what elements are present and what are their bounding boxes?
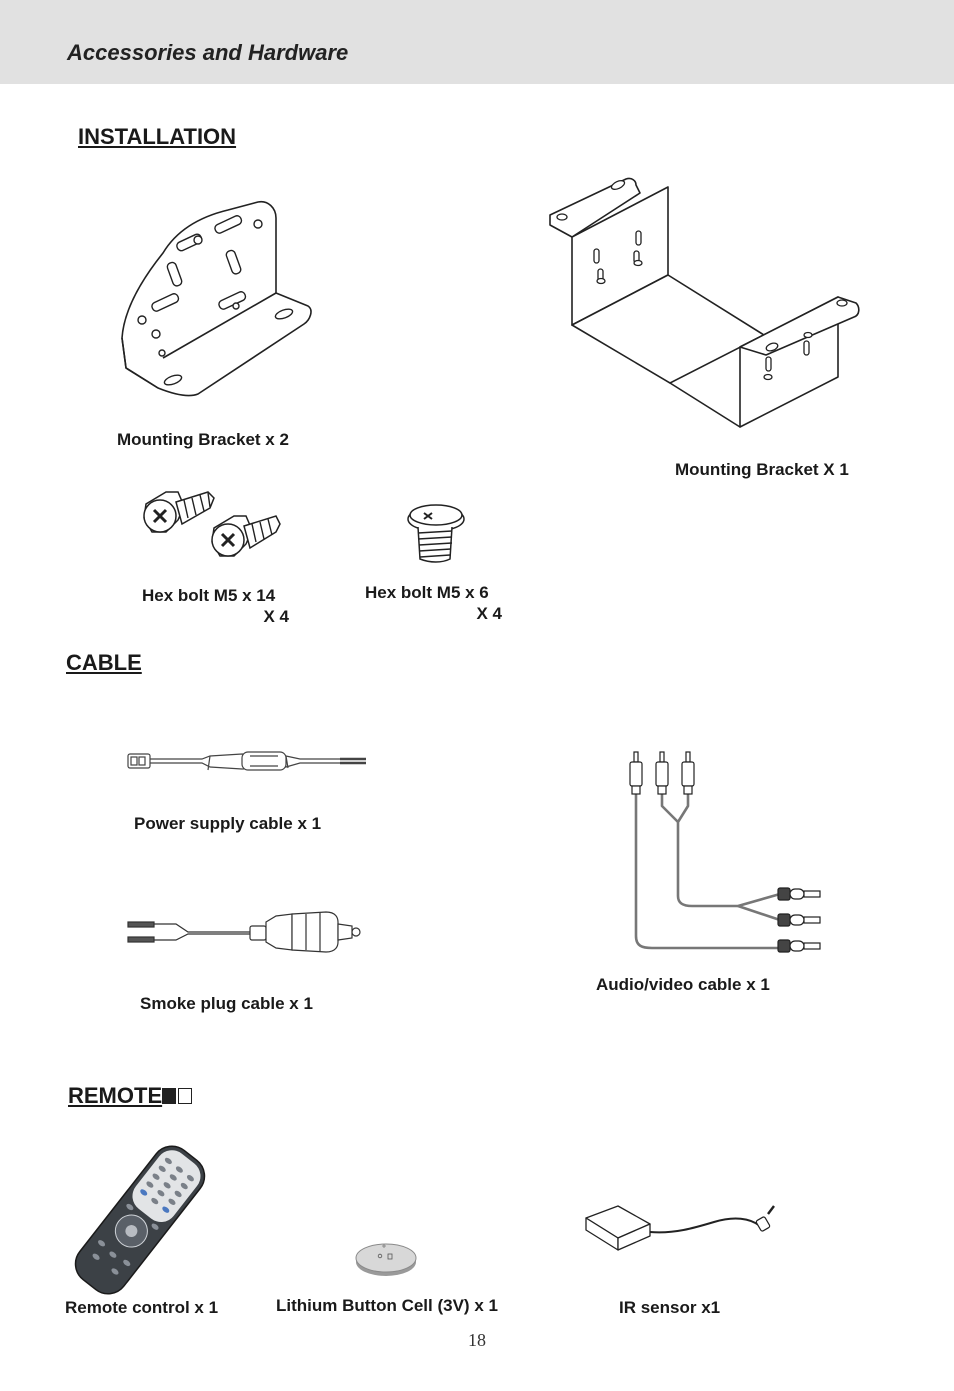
- caption-smoke-cable: Smoke plug cable x 1: [140, 994, 313, 1013]
- page-number: 18: [468, 1330, 486, 1350]
- caption-small-bracket: Mounting Bracket x 2: [117, 430, 289, 449]
- page-header: Accessories and Hardware: [0, 0, 954, 84]
- caption-av-cable: Audio/video cable x 1: [596, 975, 770, 994]
- missing-glyph-icon: [162, 1088, 177, 1104]
- caption-ir-sensor: IR sensor x1: [619, 1298, 721, 1317]
- power-supply-cable-illustration: [127, 751, 366, 771]
- small-mounting-bracket-illustration: [121, 200, 312, 397]
- missing-glyph-icon: [178, 1088, 193, 1104]
- page-title: Accessories and Hardware: [67, 40, 349, 65]
- caption-hex-bolt-6-qty: X 4: [476, 604, 502, 623]
- section-title-installation: INSTALLATION: [78, 124, 237, 149]
- ir-sensor-illustration: [585, 1205, 775, 1251]
- caption-hex-bolt-6: Hex bolt M5 x 6: [365, 583, 489, 602]
- caption-remote-control: Remote control x 1: [65, 1298, 219, 1317]
- caption-hex-bolt-14-qty: X 4: [263, 607, 289, 626]
- section-title-remote: REMOTE: [68, 1083, 193, 1109]
- caption-battery: Lithium Button Cell (3V) x 1: [276, 1296, 498, 1315]
- lithium-button-cell-illustration: [355, 1243, 417, 1276]
- smoke-plug-cable-illustration: [127, 911, 361, 953]
- caption-power-cable: Power supply cable x 1: [134, 814, 322, 833]
- hex-bolt-m5x14-illustration: [143, 491, 281, 557]
- section-title-remote-text: REMOTE: [68, 1083, 163, 1108]
- section-title-cable: CABLE: [66, 650, 142, 675]
- audio-video-cable-illustration: [629, 751, 821, 953]
- caption-hex-bolt-14: Hex bolt M5 x 14: [142, 586, 276, 605]
- remote-control-illustration: [74, 1145, 206, 1295]
- caption-large-bracket: Mounting Bracket X 1: [675, 460, 849, 479]
- large-mounting-bracket-illustration: [549, 177, 860, 428]
- hex-bolt-m5x6-illustration: [407, 504, 465, 563]
